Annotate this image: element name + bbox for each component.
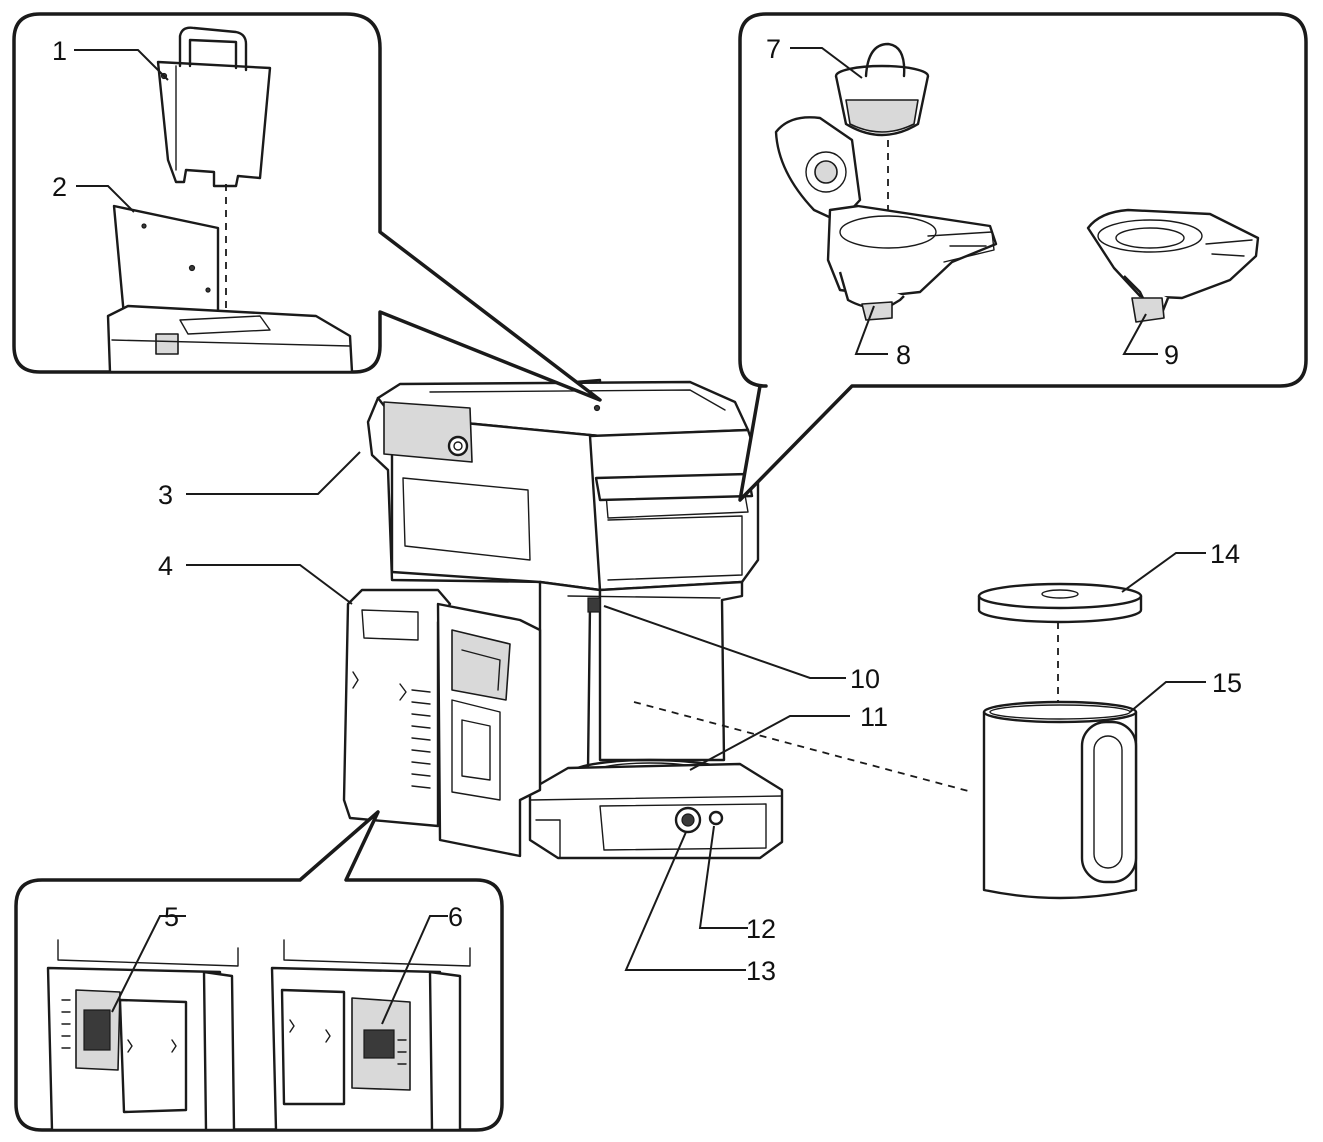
callout-6: 6 xyxy=(448,902,463,932)
callout-10: 10 xyxy=(850,664,880,694)
battery-removed-view xyxy=(46,939,239,1132)
callout-3: 3 xyxy=(158,480,173,510)
callout-12: 12 xyxy=(746,914,776,944)
battery-installed-view xyxy=(270,939,471,1132)
callout-11: 11 xyxy=(860,702,888,732)
cup-part xyxy=(982,700,1138,900)
filter-holder-open-part xyxy=(774,116,998,321)
callout-13: 13 xyxy=(746,956,776,986)
filter-basket-part xyxy=(834,42,930,246)
callout-8: 8 xyxy=(896,340,911,370)
tank-cover-part xyxy=(106,184,354,374)
lid-part xyxy=(977,582,1143,702)
callout-7: 7 xyxy=(766,34,781,64)
battery-grip-ribs xyxy=(411,689,431,789)
filter-holder-closed-part xyxy=(1086,208,1260,323)
callout-9: 9 xyxy=(1164,340,1179,370)
callout-14: 14 xyxy=(1210,539,1240,569)
callout-4: 4 xyxy=(158,551,173,581)
callout-1: 1 xyxy=(52,36,67,66)
callout-5: 5 xyxy=(164,902,179,932)
callout-15: 15 xyxy=(1212,668,1242,698)
callout-2: 2 xyxy=(52,172,67,202)
coffee-maker-body xyxy=(342,378,973,860)
water-tank-part xyxy=(156,26,272,188)
leader-lines xyxy=(74,47,1206,1025)
